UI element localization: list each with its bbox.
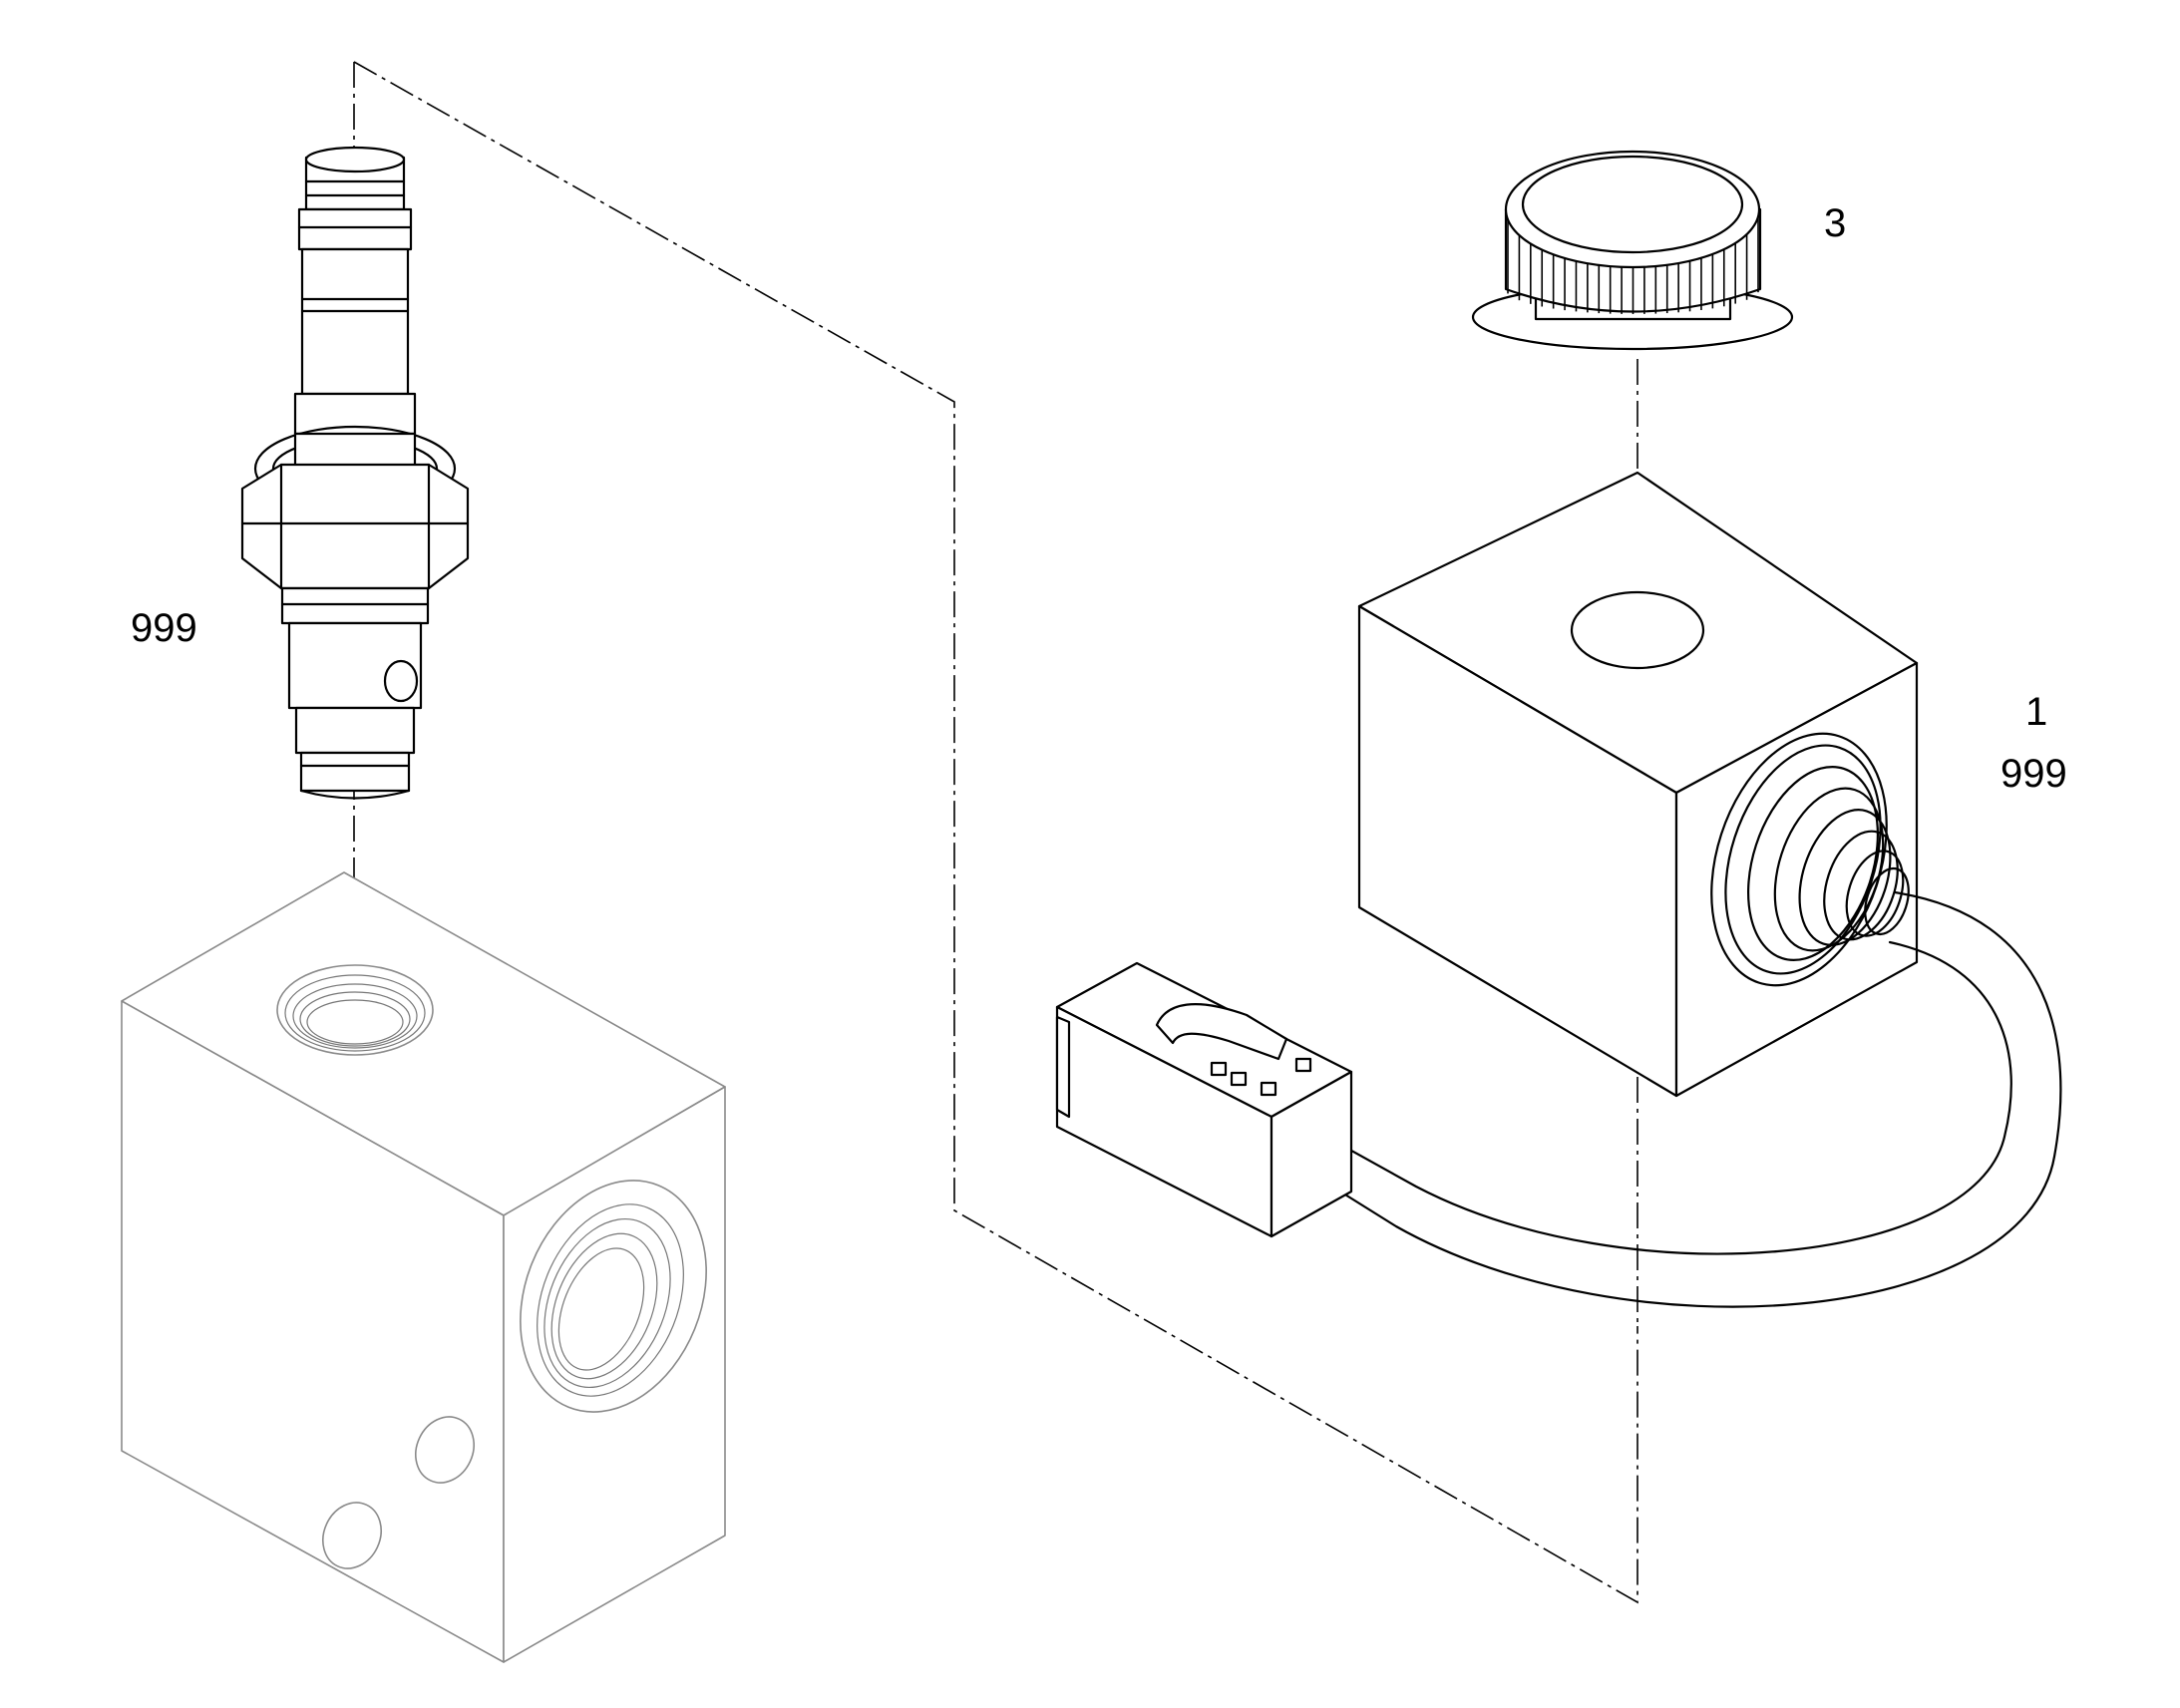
coil-item-number: 1 — [2025, 690, 2048, 734]
knob-item-number: 3 — [1824, 201, 1847, 245]
solenoid-coil — [1314, 471, 2062, 1308]
knob-knurling — [1507, 216, 1759, 314]
valve-body-block — [121, 871, 726, 1663]
coil-item-number-2: 999 — [2000, 752, 2067, 796]
connector-plug — [1055, 961, 1353, 1238]
cartridge-item-number: 999 — [131, 606, 197, 650]
cartridge-valve — [240, 146, 470, 800]
knurled-knob — [1471, 150, 1794, 351]
